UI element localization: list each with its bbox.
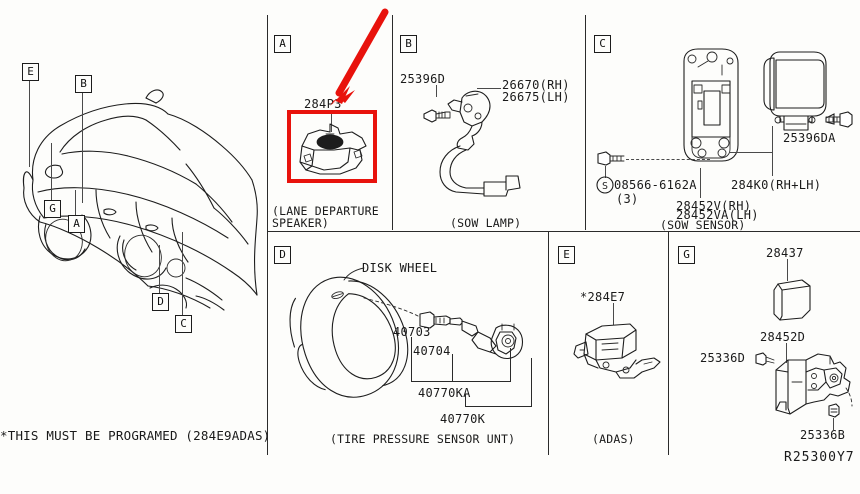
bracket-40770ka-top xyxy=(411,381,510,382)
leader-28452v xyxy=(700,168,701,198)
sow-sensor-bracket-art xyxy=(676,45,746,170)
lane-departure-speaker-art xyxy=(290,118,375,180)
part-number-284p3: 284P3 xyxy=(304,97,342,111)
leader-284p3 xyxy=(331,110,332,132)
leader-line-a xyxy=(75,190,76,215)
panel-label-c: C xyxy=(594,35,611,53)
sow-lamp-art xyxy=(420,84,540,199)
bracket-40770k-left xyxy=(465,394,466,407)
leader-line-g xyxy=(51,143,52,200)
part-number-26675-lh: 26675(LH) xyxy=(502,90,570,104)
panel-b-caption: (SOW LAMP) xyxy=(450,216,522,230)
leader-28452d xyxy=(786,343,787,363)
tpms-sensor-assembly-art xyxy=(416,310,526,370)
bracket-40770ka-mid xyxy=(452,354,453,382)
leader-284k0-v xyxy=(772,148,773,176)
part-quantity-3: (3) xyxy=(616,192,639,206)
vehicle-callout-c[interactable]: C xyxy=(175,315,192,333)
bracket-40770k-right xyxy=(531,358,532,407)
highlight-box-lane-departure-speaker xyxy=(287,110,377,183)
leader-line-c xyxy=(182,232,183,315)
leader-28437 xyxy=(787,259,788,281)
part-number-28452d: 28452D xyxy=(760,330,806,344)
part-number-28437: 28437 xyxy=(766,246,804,260)
programming-footnote: *THIS MUST BE PROGRAMED (284E9ADAS) xyxy=(0,428,271,443)
sow-sensor-screw-left xyxy=(596,151,626,166)
part-number-25336b: 25336B xyxy=(800,428,846,442)
screw-marker-circle-s: S xyxy=(596,176,614,194)
vehicle-callout-g[interactable]: G xyxy=(44,200,61,218)
part-number-28452va-lh: 28452VA(LH) xyxy=(676,208,759,222)
divider-row-top-bottom xyxy=(267,231,860,232)
part-number-25396d: 25396D xyxy=(400,72,446,86)
label-disk-wheel: DISK WHEEL xyxy=(362,261,438,275)
vehicle-callout-e[interactable]: E xyxy=(22,63,39,81)
leader-25396da xyxy=(772,126,773,148)
part-number-25336d: 25336D xyxy=(700,351,746,365)
part-number-08566-6162a: 08566-6162A xyxy=(614,178,697,192)
panel-label-b: B xyxy=(400,35,417,53)
vehicle-callout-b[interactable]: B xyxy=(75,75,92,93)
adas-unit-art xyxy=(572,320,664,382)
vehicle-callout-a[interactable]: A xyxy=(68,215,85,233)
screw-25336d-art xyxy=(754,352,776,366)
divider-panel-b-c xyxy=(585,15,586,230)
leader-line-e xyxy=(29,79,30,167)
leader-08566-v xyxy=(605,166,606,178)
panel-a-caption-line1: (LANE DEPARTURE xyxy=(272,204,379,218)
leader-line-b xyxy=(82,91,83,203)
sow-sensor-module-art xyxy=(756,48,835,133)
part-number-40770ka: 40770KA xyxy=(418,386,471,400)
bracket-40770ka-right xyxy=(510,348,511,382)
sow-sensor-screw-right xyxy=(825,111,858,128)
leader-disk-wheel xyxy=(343,262,366,281)
part-number-40704: 40704 xyxy=(413,344,451,358)
leader-08566-dashed xyxy=(626,159,710,160)
panel-label-g: G xyxy=(678,246,695,264)
leader-25336b xyxy=(833,418,834,430)
relay-module-28437-art xyxy=(768,278,814,322)
part-number-40703: 40703 xyxy=(393,325,431,339)
panel-e-caption: (ADAS) xyxy=(592,432,635,446)
leader-26670 xyxy=(477,88,501,89)
part-number-26670-rh: 26670(RH) xyxy=(502,78,570,92)
bracket-40770ka-left xyxy=(411,337,412,382)
leader-line-d xyxy=(159,245,160,293)
vehicle-callout-d[interactable]: D xyxy=(152,293,169,311)
part-number-28452v-rh: 28452V(RH) xyxy=(676,199,752,213)
part-number-40770k: 40770K xyxy=(440,412,486,426)
divider-main-vertical xyxy=(267,15,268,455)
part-number-284e7: *284E7 xyxy=(580,290,626,304)
panel-label-d: D xyxy=(274,246,291,264)
divider-panel-e-g xyxy=(668,231,669,455)
part-number-25396da: 25396DA xyxy=(783,131,836,145)
divider-panel-a-b xyxy=(392,15,393,230)
bracket-40770k-top xyxy=(465,406,532,407)
divider-panel-d-e xyxy=(548,231,549,455)
diagram-id: R25300Y7 xyxy=(784,450,855,465)
bracket-assembly-28452d-art xyxy=(770,352,856,422)
disk-wheel-art xyxy=(288,272,419,402)
leader-284k0-h xyxy=(730,152,772,153)
panel-label-a: A xyxy=(274,35,291,53)
leader-284e7 xyxy=(613,303,614,325)
screw-25336b-art xyxy=(826,403,842,419)
leader-25396d xyxy=(436,85,437,97)
part-number-284k0: 284K0(RH+LH) xyxy=(731,178,822,192)
panel-label-e: E xyxy=(558,246,575,264)
vehicle-illustration xyxy=(0,40,265,311)
panel-d-caption: (TIRE PRESSURE SENSOR UNT) xyxy=(330,432,516,446)
panel-a-caption-line2: SPEAKER) xyxy=(272,216,329,230)
panel-c-caption: (SOW SENSOR) xyxy=(660,218,746,232)
svg-text:S: S xyxy=(602,181,608,192)
